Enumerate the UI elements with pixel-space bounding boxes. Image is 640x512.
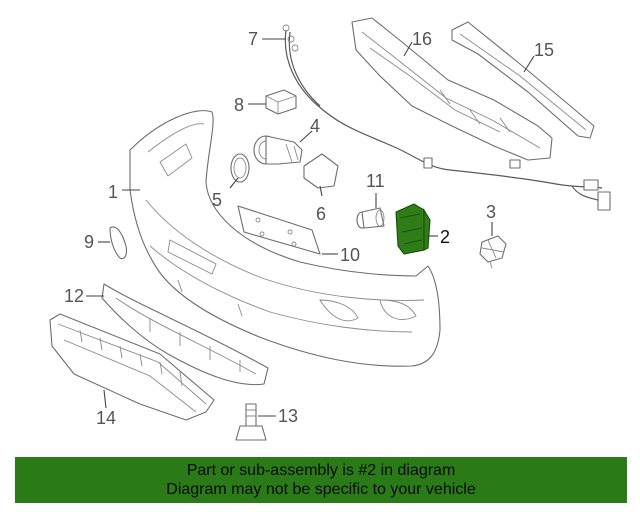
part-14-trim (49, 313, 215, 421)
part-2-bracket-highlighted (395, 203, 431, 255)
part-6-pad (303, 153, 339, 189)
banner-line-part-number: Part or sub-assembly is #2 in diagram (186, 462, 456, 479)
callout-1: 1 (108, 182, 118, 202)
callout-8: 8 (234, 95, 244, 115)
callout-12: 12 (64, 286, 84, 306)
callout-5: 5 (212, 190, 222, 210)
part-3-screw (479, 235, 507, 269)
part-12-grille (101, 283, 269, 386)
info-banner: Part or sub-assembly is #2 in diagram Di… (15, 457, 627, 503)
leader-lines (86, 38, 535, 417)
part-7-harness (282, 24, 611, 211)
banner-line-disclaimer: Diagram may not be specific to your vehi… (166, 481, 476, 498)
part-1-bumper-cover (129, 110, 441, 367)
part-8-clip (265, 89, 297, 115)
part-11-bolt (356, 207, 385, 229)
part-10-plate-bracket (237, 205, 321, 255)
callout-13: 13 (278, 406, 298, 426)
part-5-gasket (230, 153, 250, 183)
callout-6: 6 (316, 204, 326, 224)
callout-11: 11 (366, 171, 385, 191)
part-15-bar (451, 21, 595, 139)
callout-15: 15 (534, 40, 554, 60)
callout-9: 9 (84, 232, 94, 252)
callout-4: 4 (310, 116, 320, 136)
callout-14: 14 (96, 408, 116, 428)
callout-7: 7 (248, 29, 258, 49)
parts-diagram: 7 8 4 5 6 1 9 10 11 2 3 16 15 12 14 13 (49, 17, 611, 441)
callout-10: 10 (340, 245, 360, 265)
callout-16: 16 (412, 29, 432, 49)
part-9-reflector (109, 226, 128, 260)
part-16-bracket (351, 17, 553, 161)
callout-3: 3 (486, 202, 496, 222)
part-13-clip (235, 403, 267, 441)
part-4-sensor (253, 135, 303, 165)
callout-2: 2 (440, 227, 450, 247)
